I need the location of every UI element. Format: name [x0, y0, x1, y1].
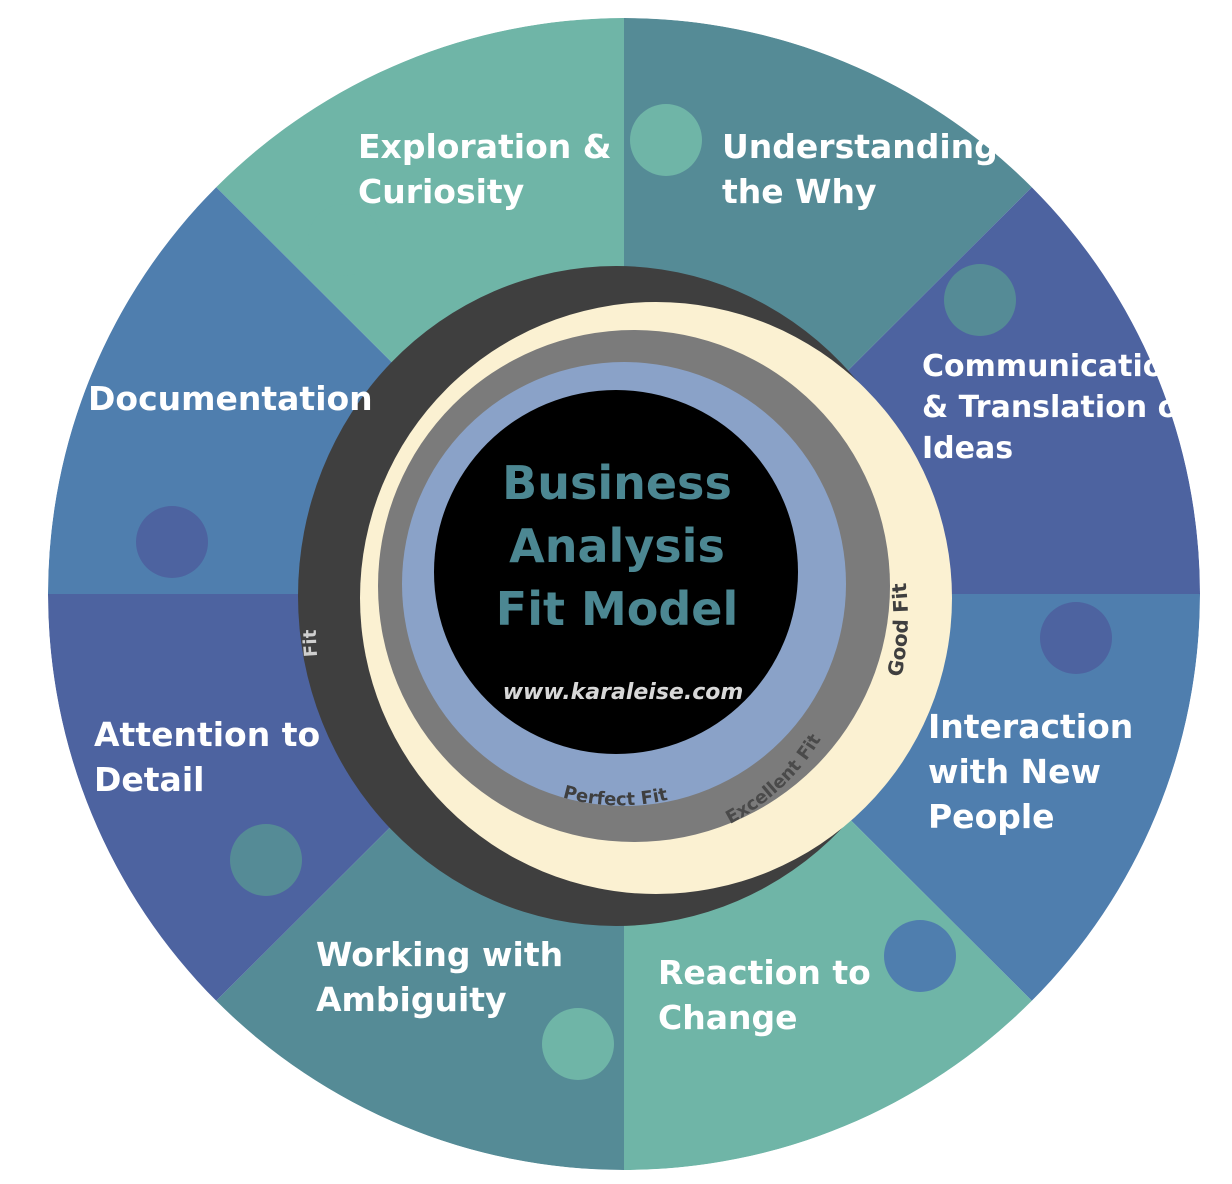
puzzle-knob	[136, 506, 208, 578]
puzzle-knob	[230, 824, 302, 896]
label-communication: Communication & Translation of Ideas	[922, 349, 1192, 466]
label-ambiguity: Working with Ambiguity	[316, 935, 564, 1019]
fit-rings: Fit Good Fit Excellent Fit Perfect Fit	[298, 266, 952, 926]
center-disc	[434, 390, 798, 754]
label-documentation: Documentation	[88, 379, 373, 418]
label-exploration: Exploration & Curiosity	[358, 127, 612, 211]
ring-label-fit: Fit	[300, 629, 322, 658]
label-reaction: Reaction to Change	[658, 953, 871, 1037]
puzzle-knob	[884, 920, 956, 992]
puzzle-knob	[1040, 602, 1112, 674]
puzzle-knob	[630, 104, 702, 176]
label-interaction: Interaction with New People	[928, 707, 1134, 836]
label-understanding: Understanding the Why	[722, 127, 998, 211]
puzzle-knob	[308, 204, 380, 276]
website-url[interactable]: www.karaleise.com	[502, 680, 744, 705]
puzzle-knob	[542, 1008, 614, 1080]
label-attention: Attention to Detail	[94, 715, 321, 799]
diagram-title: Business Analysis Fit Model	[495, 456, 739, 636]
puzzle-knob	[944, 264, 1016, 336]
